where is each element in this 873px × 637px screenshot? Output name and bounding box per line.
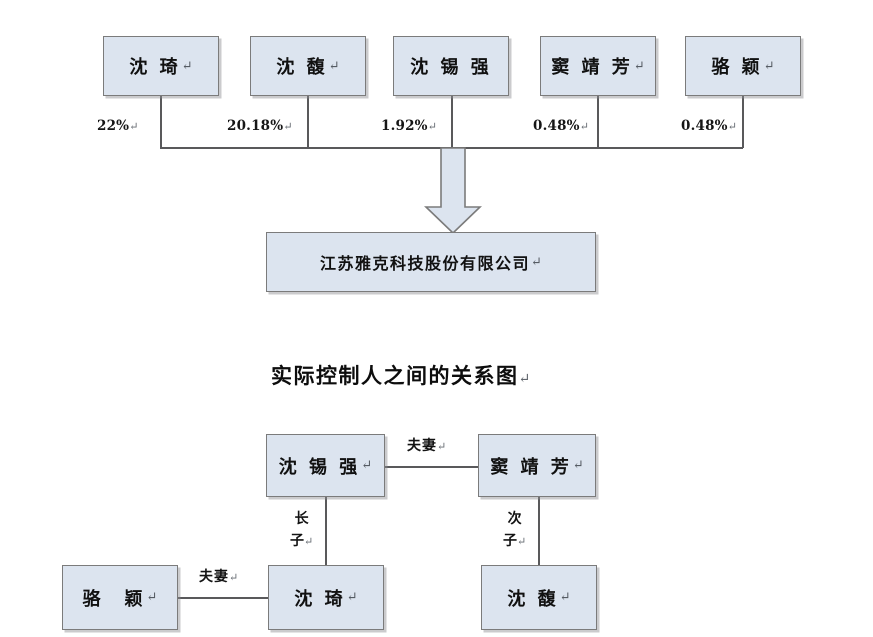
company-box[interactable]: 江苏雅克科技股份有限公司↵ (266, 232, 596, 292)
connector-second-son (538, 497, 540, 565)
shareholder-box-shen-qi[interactable]: 沈 琦↵ (103, 36, 219, 96)
pilcrow-mark: ↵ (361, 458, 373, 473)
section-title: 实际控制人之间的关系图↵ (271, 363, 531, 388)
shareholder-box-shen-fu[interactable]: 沈 馥↵ (250, 36, 366, 96)
connector-drop-shen-qi (160, 96, 162, 148)
percent-label-dou-jingfang: 0.48%↵ (533, 118, 590, 134)
connector-drop-shen-fu (307, 96, 309, 148)
shareholder-box-dou-jingfang[interactable]: 窦 靖 芳↵ (540, 36, 656, 96)
shareholder-name: 沈 琦 (129, 57, 181, 78)
connector-spouse-top (385, 466, 478, 468)
relation-box-shen-xiqiang[interactable]: 沈 锡 强↵ (266, 434, 385, 497)
relation-line-2: 子↵ (290, 533, 314, 549)
shareholder-box-luo-ying[interactable]: 骆 颖↵ (685, 36, 801, 96)
relation-label-spouse-bottom: 夫妻↵ (196, 566, 242, 586)
percent-label-shen-xiqiang: 1.92%↵ (381, 118, 438, 134)
person-name: 沈 馥 (507, 588, 559, 610)
connector-drop-shen-xiqiang (451, 96, 453, 148)
connector-spouse-bottom (178, 597, 268, 599)
pilcrow-mark: ↵ (146, 590, 158, 605)
connector-eldest-son (325, 497, 327, 565)
person-name: 窦 靖 芳 (490, 456, 572, 478)
shareholder-name: 沈 锡 强 (410, 57, 492, 78)
pilcrow-mark: ↵ (346, 590, 358, 605)
percent-label-shen-fu: 20.18%↵ (227, 118, 293, 134)
relation-line-1: 次 (507, 511, 522, 527)
relation-box-dou-jingfang[interactable]: 窦 靖 芳↵ (478, 434, 596, 497)
person-name: 骆 颖 (82, 588, 146, 610)
pilcrow-mark: ↵ (531, 254, 542, 270)
connector-drop-luo-ying (742, 96, 744, 148)
person-name: 沈 琦 (294, 588, 346, 610)
pilcrow-mark: ↵ (572, 458, 584, 473)
shareholder-name: 沈 馥 (276, 57, 328, 78)
connector-drop-dou-jingfang (597, 96, 599, 148)
relation-label-eldest-son: 长 子↵ (290, 508, 313, 553)
down-block-arrow (424, 147, 482, 235)
person-name: 沈 锡 强 (278, 456, 361, 478)
relation-box-luo-ying[interactable]: 骆 颖↵ (62, 565, 178, 630)
relation-line-2: 子↵ (503, 533, 527, 549)
percent-label-luo-ying: 0.48%↵ (681, 118, 738, 134)
shareholder-name: 骆 颖 (711, 57, 763, 78)
company-name: 江苏雅克科技股份有限公司 (320, 254, 531, 273)
percent-label-shen-qi: 22%↵ (97, 118, 139, 134)
shareholder-box-shen-xiqiang[interactable]: 沈 锡 强 (393, 36, 509, 96)
pilcrow-mark: ↵ (633, 58, 645, 74)
relation-label-second-son: 次 子↵ (503, 508, 526, 553)
pilcrow-mark: ↵ (328, 58, 340, 74)
relation-line-1: 长 (294, 511, 309, 527)
pilcrow-mark: ↵ (181, 58, 193, 74)
relation-box-shen-qi[interactable]: 沈 琦↵ (268, 565, 384, 630)
relation-label-spouse-top: 夫妻↵ (404, 435, 450, 455)
pilcrow-mark: ↵ (559, 590, 571, 605)
pilcrow-mark: ↵ (763, 58, 775, 74)
relation-box-shen-fu[interactable]: 沈 馥↵ (481, 565, 597, 630)
shareholder-name: 窦 靖 芳 (551, 57, 633, 78)
